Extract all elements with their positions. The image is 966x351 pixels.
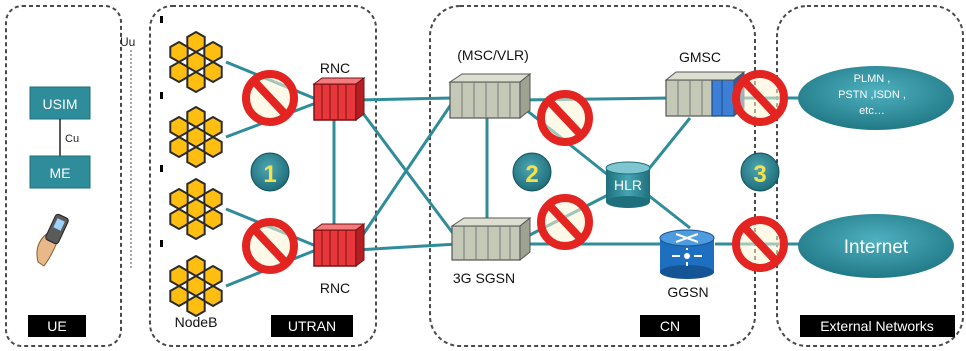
marker-3 xyxy=(740,152,780,192)
cn-domain-box xyxy=(429,5,756,347)
sgsn-server xyxy=(450,216,532,262)
rnc-top-label: RNC xyxy=(320,60,350,76)
prohibit-icon-cn-bottom xyxy=(537,194,593,250)
antenna-ticks xyxy=(160,16,163,247)
utran-tab-label: UTRAN xyxy=(288,318,336,334)
pstn-line-2: PSTN ,ISDN , xyxy=(838,89,906,101)
utran-tab xyxy=(271,315,353,337)
ue-tab xyxy=(28,315,86,337)
pstn-network-oval xyxy=(798,66,954,130)
marker-1 xyxy=(250,152,290,192)
prohibit-icon-utran-top xyxy=(242,70,298,126)
marker-2-label: 2 xyxy=(525,161,538,188)
uu-label: Uu xyxy=(120,35,135,49)
hlr-database-icon xyxy=(605,161,651,208)
rnc-top xyxy=(312,77,366,121)
ggsn-router-icon xyxy=(659,229,715,279)
marker-3-label: 3 xyxy=(753,161,766,188)
usim-label: USIM xyxy=(43,96,78,112)
msc-vlr-label: (MSC/VLR) xyxy=(457,47,529,63)
ggsn-label: GGSN xyxy=(667,284,708,300)
prohibit-icon-cn-top xyxy=(537,90,593,146)
pstn-line-1: PLMN , xyxy=(854,73,891,85)
gmsc-label: GMSC xyxy=(679,49,721,65)
prohibit-icon-external-top xyxy=(732,70,788,126)
marker-1-label: 1 xyxy=(263,161,276,188)
cn-tab xyxy=(640,315,700,337)
usim-box xyxy=(29,86,91,120)
external-tab xyxy=(800,315,955,337)
external-domain-box xyxy=(776,5,964,347)
me-box xyxy=(29,155,91,189)
nodeb-cluster-3 xyxy=(169,178,223,240)
rnc-bottom-label: RNC xyxy=(320,280,350,296)
prohibit-icon-utran-bottom xyxy=(242,218,298,274)
cn-tab-label: CN xyxy=(660,318,680,334)
nodeb-cluster-4 xyxy=(169,255,223,317)
me-label: ME xyxy=(50,165,71,181)
msc-vlr-server xyxy=(448,72,532,120)
cu-label: Cu xyxy=(65,133,79,145)
ue-tab-label: UE xyxy=(47,318,66,334)
pstn-line-3: etc… xyxy=(859,105,885,117)
external-tab-label: External Networks xyxy=(820,318,934,334)
nodeb-cluster-1 xyxy=(169,31,223,93)
marker-2 xyxy=(512,152,552,192)
internet-oval xyxy=(798,214,954,278)
prohibit-icon-external-bottom xyxy=(732,216,788,272)
rnc-bottom xyxy=(312,223,366,267)
hlr-label: HLR xyxy=(614,177,642,193)
ue-domain-box xyxy=(5,5,122,347)
handheld-phone-icon xyxy=(36,213,69,267)
internet-label: Internet xyxy=(844,237,909,258)
nodeb-cluster-2 xyxy=(169,106,223,168)
nodeb-label: NodeB xyxy=(175,314,218,330)
utran-domain-box xyxy=(149,5,377,347)
sgsn-label: 3G SGSN xyxy=(453,270,515,286)
